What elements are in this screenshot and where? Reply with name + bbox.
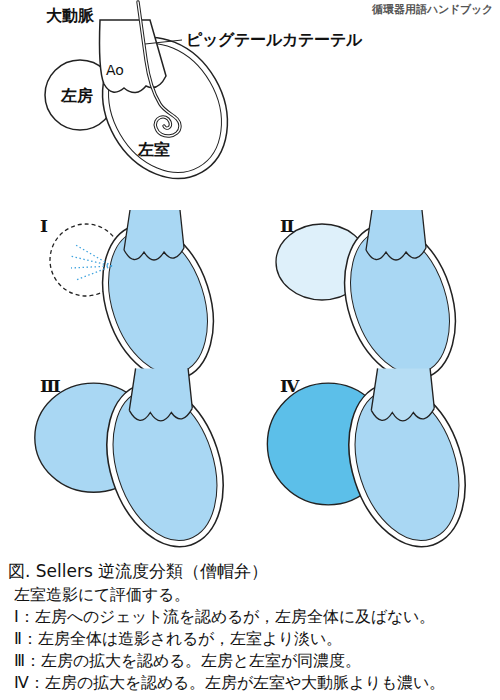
aorta-wall — [366, 210, 426, 250]
note-line: Ⅱ：左房全体は造影されるが，左室より淡い。 — [14, 629, 342, 648]
left-ventricle-outer — [326, 210, 474, 394]
part-name: 大動脈 — [46, 6, 94, 25]
grade-panel — [276, 210, 474, 394]
grade-panel — [50, 210, 232, 394]
pigtail-catheter-inner — [138, 2, 180, 136]
region-label: 左室 — [138, 140, 170, 159]
note-line: 左室造影にて評価する。 — [14, 585, 190, 604]
grade-panel — [35, 368, 243, 562]
figure-caption: 図. Sellers 逆流度分類（僧帽弁） — [8, 561, 268, 581]
grade-number: Ⅲ — [40, 376, 61, 396]
aorta-wall — [129, 368, 192, 410]
left-ventricle-outer — [329, 368, 485, 562]
regurgitant-jet — [74, 244, 112, 266]
grade-panel — [267, 368, 485, 562]
left-ventricle-outer — [84, 210, 232, 394]
grade-number: Ⅱ — [280, 216, 294, 236]
aorta-contrast — [366, 210, 426, 260]
regurgitant-jet — [71, 266, 112, 268]
part-name: ピッグテールカテーテル — [186, 30, 362, 49]
aortic-valve-cusps — [366, 248, 426, 260]
anatomy-region: Ao — [106, 62, 124, 79]
aorta-contrast — [371, 368, 434, 421]
aorta-wall — [124, 210, 184, 250]
note-line: Ⅳ：左房の拡大を認める。左房が左室や大動脈よりも濃い。 — [14, 673, 445, 692]
region-label: 左房 — [61, 86, 93, 105]
aorta-outline — [100, 20, 167, 93]
left-ventricle-outer — [87, 368, 243, 562]
grade-number: Ⅳ — [280, 376, 299, 396]
note-line: Ⅲ：左房の拡大を認める。左房と左室が同濃度。 — [14, 651, 361, 670]
book-watermark: 循環器用語ハンドブック — [372, 3, 493, 16]
anatomy-region: 左房 — [61, 86, 93, 105]
aorta-contrast — [129, 368, 192, 421]
region-label: Ao — [106, 62, 124, 79]
aorta-contrast — [124, 210, 184, 260]
regurgitant-jet — [70, 256, 112, 266]
aortic-valve-cusps — [129, 408, 192, 421]
grade-number: Ⅰ — [40, 216, 48, 236]
aortic-valve-cusps — [371, 408, 434, 421]
catheter-leader-line — [145, 40, 182, 44]
note-line: Ⅰ：左房へのジェット流を認めるが，左房全体に及ばない。 — [14, 607, 435, 626]
anatomy-region: 左室 — [138, 140, 170, 159]
aorta-wall — [371, 368, 434, 410]
regurgitant-jet — [76, 266, 112, 280]
aortic-valve-cusps — [124, 248, 184, 260]
pigtail-catheter-outer — [138, 2, 180, 136]
